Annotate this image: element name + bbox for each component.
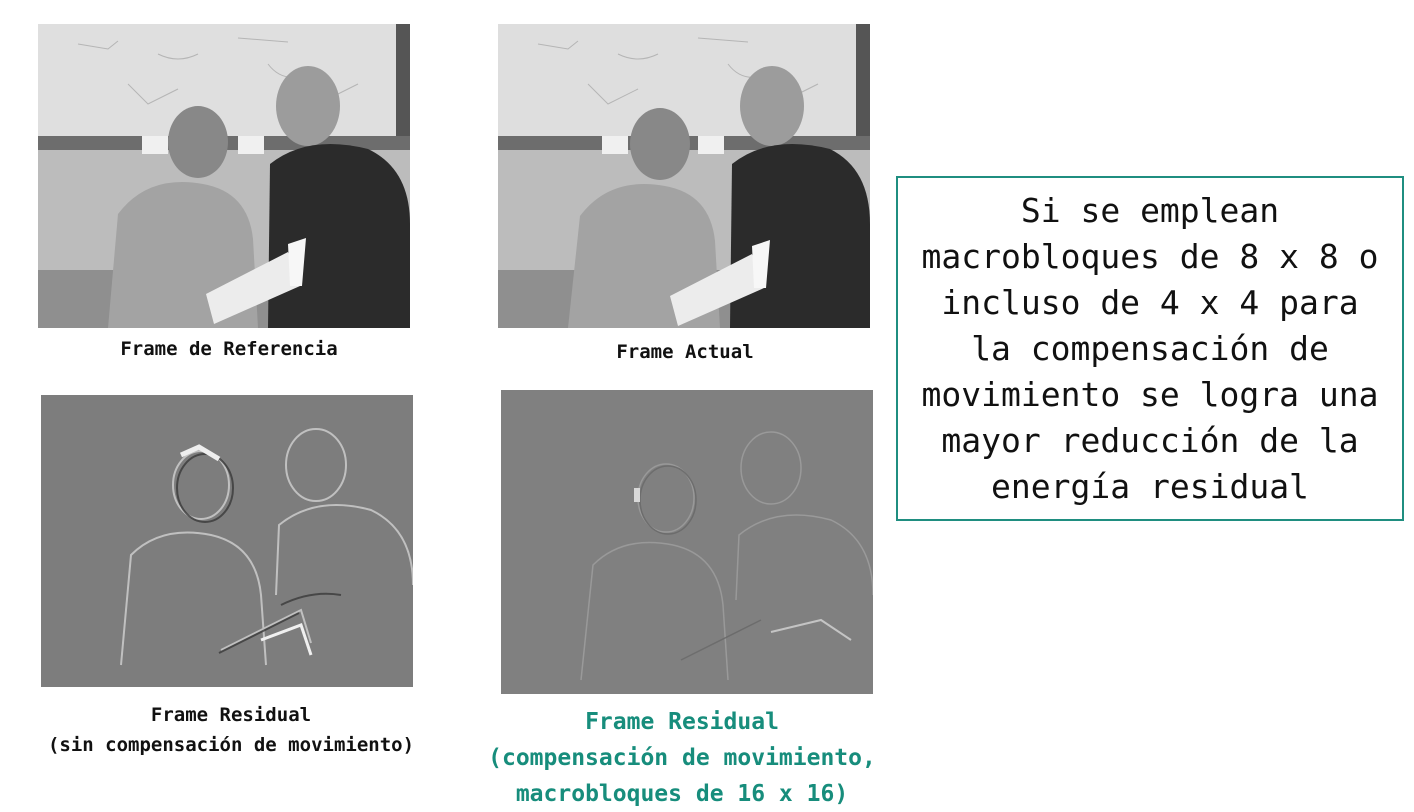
explanation-note-text: Si se emplean macrobloques de 8 x 8 o in… xyxy=(921,190,1379,506)
reference-frame-image xyxy=(38,24,410,328)
residual-mc-image xyxy=(501,390,873,694)
current-frame-caption: Frame Actual xyxy=(616,341,754,363)
residual-mc-caption: Frame Residual (compensación de movimien… xyxy=(488,709,876,807)
current-frame-image xyxy=(498,24,870,328)
reference-frame-caption: Frame de Referencia xyxy=(120,338,338,360)
explanation-note-box: Si se emplean macrobloques de 8 x 8 o in… xyxy=(896,176,1404,521)
residual-no-mc-image xyxy=(41,395,413,687)
residual-no-mc-caption: Frame Residual (sin compensación de movi… xyxy=(47,704,415,756)
